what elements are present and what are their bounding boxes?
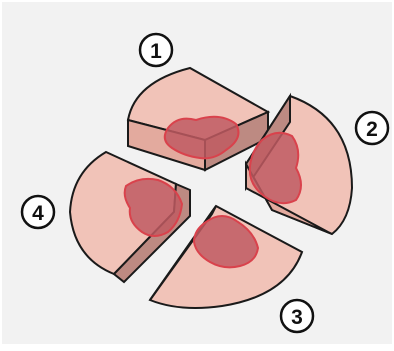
piece-1-number-badge: 1 <box>140 34 172 66</box>
piece-4-number: 4 <box>32 202 44 225</box>
piece-3-number: 3 <box>291 306 303 329</box>
piece-2-number: 2 <box>366 118 378 141</box>
piece-2-number-badge: 2 <box>356 112 388 144</box>
piece-3-number-badge: 3 <box>281 300 313 332</box>
piece-4-number-badge: 4 <box>22 196 54 228</box>
piece-1-number: 1 <box>150 40 162 63</box>
